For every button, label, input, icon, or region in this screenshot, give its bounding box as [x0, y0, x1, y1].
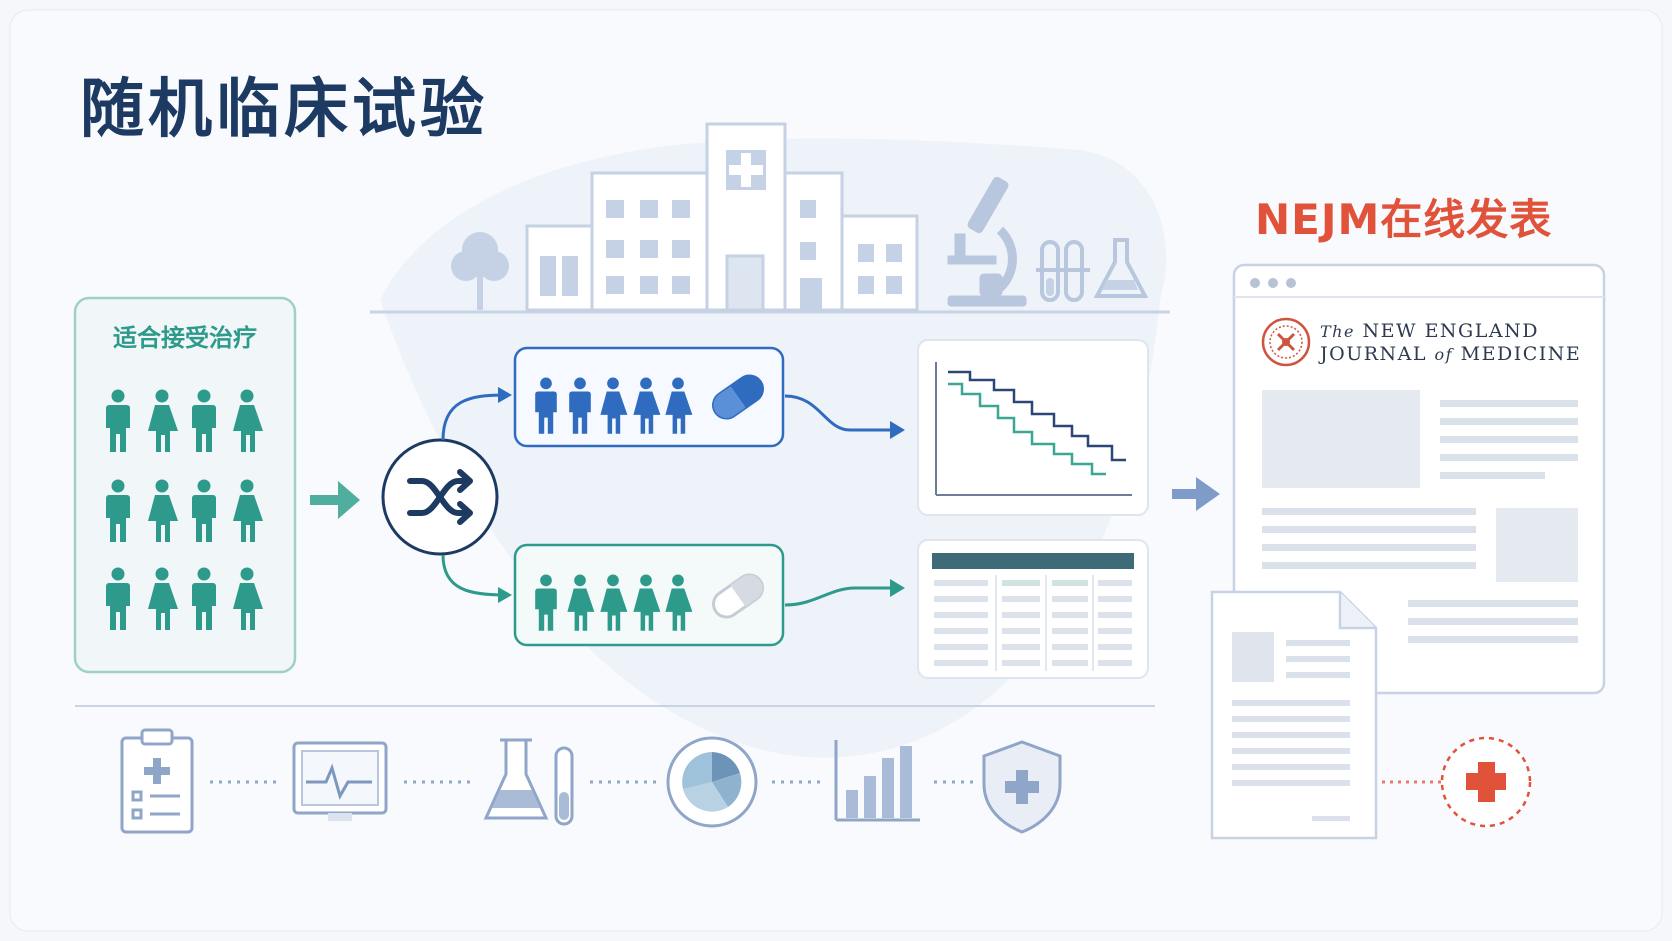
browser-dot-icon: [1250, 278, 1260, 288]
browser-dot-icon: [1268, 278, 1278, 288]
branch-arrowhead-top: [498, 387, 512, 403]
journal-name-line-1: The NEW ENGLAND: [1320, 320, 1539, 342]
arrow-to-publication: [1172, 477, 1220, 511]
journal-seal-icon: [1261, 317, 1311, 367]
journal-name-line-2: JOURNAL of MEDICINE: [1320, 343, 1581, 365]
journal-medicine: MEDICINE: [1460, 343, 1582, 365]
journal-new-england: NEW ENGLAND: [1362, 320, 1539, 342]
arrowhead-to-table: [890, 579, 905, 597]
survival-curve-control: [948, 382, 1106, 476]
monitor-ecg-icon: [292, 741, 388, 821]
printed-article-icon: [1210, 590, 1378, 840]
results-table-rows: [934, 575, 1132, 671]
branch-connector-bottom: [441, 554, 506, 597]
pill-icon: [712, 374, 764, 420]
lab-flask-icon: [483, 738, 574, 826]
article-image-placeholder: [1262, 390, 1420, 488]
hospital-icon: [525, 122, 919, 312]
arrowhead-to-survival-chart: [890, 421, 905, 439]
shield-cross-icon: [982, 740, 1062, 834]
medical-cross-icon: [1440, 736, 1532, 828]
results-table-card: [917, 539, 1149, 679]
publication-label: NEJM在线发表: [1255, 195, 1553, 244]
tree-icon: [451, 232, 509, 310]
clipboard-icon: [120, 728, 194, 834]
microscope-icon: [947, 176, 1027, 307]
bar-chart-icon: [834, 740, 920, 822]
branch-connector-top: [441, 393, 506, 441]
connector-to-survival-chart: [784, 394, 895, 432]
eligible-population-box: [73, 296, 297, 674]
shuffle-icon: [407, 469, 473, 525]
branch-arrowhead-bottom: [498, 587, 512, 603]
journal-journal: JOURNAL: [1320, 343, 1427, 365]
flask-icon: [1093, 238, 1149, 298]
arrow-to-randomize: [310, 481, 360, 519]
pie-chart-icon: [666, 736, 758, 828]
article-side-image-placeholder: [1496, 508, 1578, 582]
survival-curve-treatment: [948, 370, 1126, 462]
journal-of: of: [1434, 345, 1454, 364]
connector-to-table: [784, 586, 895, 607]
article-text-lines: [1262, 400, 1578, 643]
page-title: 随机临床试验: [80, 73, 488, 147]
test-tubes-icon: [1036, 240, 1090, 302]
browser-dot-icon: [1286, 278, 1296, 288]
pill-placebo-icon: [712, 573, 764, 619]
results-table-header: [932, 553, 1134, 569]
survival-chart-card: [917, 339, 1149, 516]
eligible-population-label: 适合接受治疗: [113, 324, 257, 352]
journal-the: The: [1320, 322, 1355, 341]
